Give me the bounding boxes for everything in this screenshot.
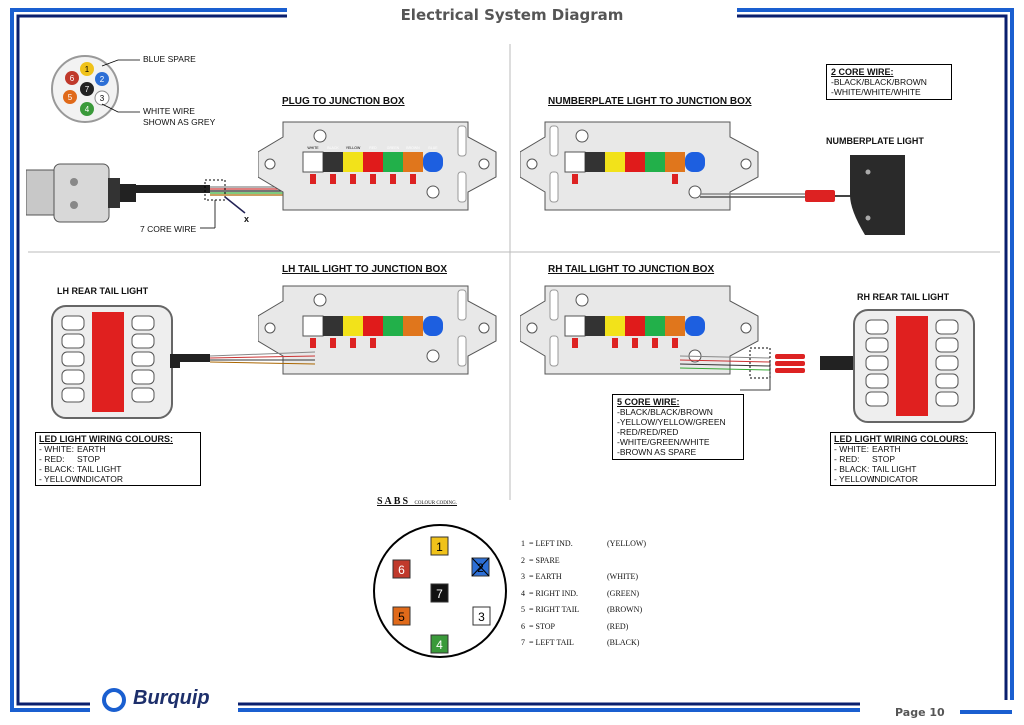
x-marker: x: [244, 214, 250, 224]
socket-pin-label: 2: [100, 75, 105, 84]
sabs-subtitle: COLOUR CODING.: [414, 501, 458, 506]
lh-cable: [180, 351, 316, 365]
five-core-line: -RED/RED/RED: [617, 427, 679, 437]
plug-section-heading: PLUG TO JUNCTION BOX: [282, 96, 405, 107]
sabs-legend-row: 1= LEFT IND.(YELLOW): [521, 539, 647, 548]
terminal-label: GREEN: [386, 146, 400, 150]
socket-pin-label: 1: [85, 65, 90, 74]
page-title: Electrical System Diagram: [400, 6, 624, 24]
sabs-pin-label: 3: [478, 610, 485, 624]
sabs-legend-row: 7= LEFT TAIL(BLACK): [521, 638, 640, 647]
sabs-pin-label: 4: [436, 638, 443, 652]
sabs-pin-label: 1: [436, 540, 443, 554]
page-number: Page 10: [895, 706, 945, 719]
junction-box-plug: [258, 121, 497, 211]
rh-wiring-row: - BLACK:TAIL LIGHT: [834, 464, 917, 474]
lh-section-heading: LH TAIL LIGHT TO JUNCTION BOX: [282, 264, 447, 275]
terminal-label-row: WHITE BLACK YELLOW RED GREEN BROWN BLUE: [303, 146, 445, 150]
lh-wiring-colours: LED LIGHT WIRING COLOURS: - WHITE:EARTH …: [35, 432, 201, 486]
socket-pin-label: 5: [68, 93, 73, 102]
rh-wiring-heading: LED LIGHT WIRING COLOURS:: [834, 434, 968, 444]
junction-box-numberplate: [520, 121, 759, 211]
two-core-heading: 2 CORE WIRE:: [831, 67, 894, 77]
socket-pin-label: 6: [70, 74, 75, 83]
five-core-line: -BROWN AS SPARE: [617, 447, 697, 457]
junction-box-lh: [258, 285, 497, 375]
white-wire-label: WHITE WIRE: [143, 106, 195, 116]
sabs-pin-label: 5: [398, 610, 405, 624]
trailer-plug: [26, 163, 136, 223]
five-core-line: -YELLOW/YELLOW/GREEN: [617, 417, 726, 427]
lh-tail-light: [51, 305, 180, 419]
socket-pin-label: 3: [100, 94, 105, 103]
socket-face-diagram: 6 1 2 7 5 3 4: [51, 55, 119, 123]
lh-wiring-row: - RED:STOP: [39, 454, 100, 464]
leader-lines: [101, 59, 140, 113]
two-core-wire-box: 2 CORE WIRE: -BLACK/BLACK/BROWN -WHITE/W…: [826, 64, 952, 100]
two-core-line: -WHITE/WHITE/WHITE: [831, 87, 921, 97]
rh-wiring-colours: LED LIGHT WIRING COLOURS: - WHITE:EARTH …: [830, 432, 996, 486]
blue-spare-label: BLUE SPARE: [143, 54, 196, 64]
numberplate-light: [700, 155, 905, 235]
terminal-label: YELLOW: [345, 146, 361, 150]
rh-wiring-row: - RED:STOP: [834, 454, 895, 464]
terminal-label: RED: [369, 146, 377, 150]
sabs-pin-label: 6: [398, 563, 405, 577]
five-core-wire-box: 5 CORE WIRE: -BLACK/BLACK/BROWN -YELLOW/…: [612, 394, 744, 460]
rh-box-leader: [740, 360, 771, 391]
terminal-label: WHITE: [307, 146, 319, 150]
sabs-pin-label: 7: [436, 587, 443, 601]
sabs-legend-row: 2= SPARE: [521, 555, 560, 565]
burquip-logo-icon: [102, 688, 126, 712]
socket-pin-label: 7: [85, 85, 90, 94]
terminal-label: BROWN: [406, 146, 420, 150]
sabs-legend-row: 3= EARTH(WHITE): [521, 572, 639, 581]
lh-wiring-row: - YELLOW:INDICATOR: [39, 474, 123, 484]
rh-tail-light: [853, 309, 975, 423]
rh-section-heading: RH TAIL LIGHT TO JUNCTION BOX: [548, 264, 715, 275]
sabs-legend: 1= LEFT IND.(YELLOW) 2= SPARE 3= EARTH(W…: [521, 536, 646, 652]
terminal-label: BLACK: [327, 146, 339, 150]
sabs-pin-label: 2: [477, 561, 484, 575]
lh-wiring-row: - WHITE:EARTH: [39, 444, 106, 454]
rh-light-label: RH REAR TAIL LIGHT: [857, 292, 950, 302]
white-wire-label-2: SHOWN AS GREY: [143, 117, 216, 127]
socket-pin-label: 4: [85, 105, 90, 114]
sabs-socket-diagram: 1 2 3 4 5 6 7: [373, 524, 507, 658]
sabs-title: SABS COLOUR CODING.: [377, 496, 458, 507]
sabs-legend-row: 6= STOP(RED): [521, 621, 629, 631]
two-core-line: -BLACK/BLACK/BROWN: [831, 77, 927, 87]
sabs-legend-row: 4= RIGHT IND.(GREEN): [521, 588, 639, 598]
rh-cable: [680, 347, 856, 379]
terminal-label: BLUE: [428, 146, 438, 150]
seven-core-label: 7 CORE WIRE: [140, 224, 197, 234]
rh-wiring-row: - WHITE:EARTH: [834, 444, 901, 454]
sabs-legend-row: 5= RIGHT TAIL(BROWN): [521, 605, 643, 614]
lh-light-label: LH REAR TAIL LIGHT: [57, 286, 149, 296]
rh-wiring-row: - YELLOW:INDICATOR: [834, 474, 918, 484]
brand-logo-text: Burquip: [133, 687, 210, 709]
lh-wiring-heading: LED LIGHT WIRING COLOURS:: [39, 434, 173, 444]
numberplate-section-heading: NUMBERPLATE LIGHT TO JUNCTION BOX: [548, 96, 752, 107]
five-core-line: -BLACK/BLACK/BROWN: [617, 407, 713, 417]
junction-box-rh: [520, 285, 759, 375]
five-core-heading: 5 CORE WIRE:: [617, 397, 680, 407]
five-core-line: -WHITE/GREEN/WHITE: [617, 437, 710, 447]
lh-wiring-row: - BLACK:TAIL LIGHT: [39, 464, 122, 474]
numberplate-light-label: NUMBERPLATE LIGHT: [826, 136, 924, 146]
